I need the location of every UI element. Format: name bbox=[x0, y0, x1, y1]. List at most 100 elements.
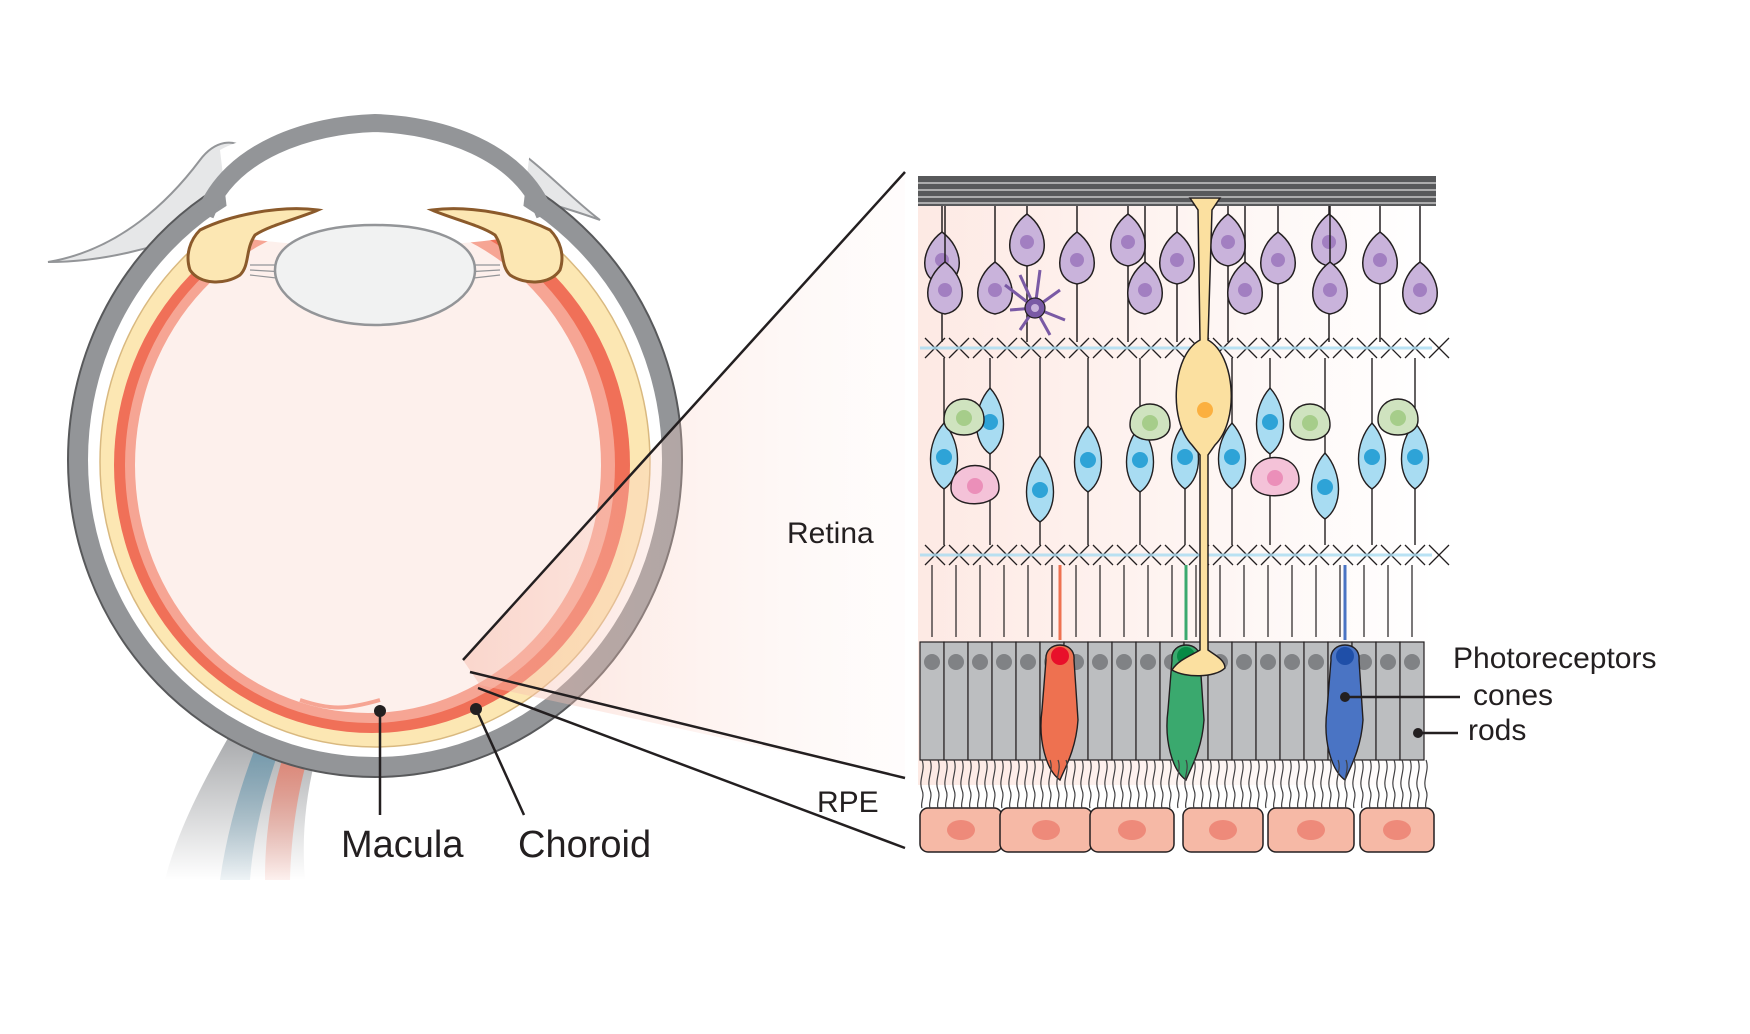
bipolar-nucleus bbox=[1262, 414, 1278, 430]
retina-cross-section bbox=[918, 176, 1450, 853]
bipolar-nucleus bbox=[1224, 449, 1240, 465]
ciliary-body-left bbox=[186, 207, 324, 284]
outer-segment-fiber bbox=[1000, 759, 1004, 809]
outer-segment-fiber bbox=[1136, 759, 1140, 809]
outer-segment-fiber bbox=[1248, 759, 1252, 809]
photoreceptors-label: Photoreceptors bbox=[1453, 642, 1656, 675]
ganglion-nucleus bbox=[1020, 235, 1034, 249]
rod-nucleus bbox=[1236, 654, 1252, 670]
rpe-nucleus bbox=[1209, 820, 1237, 840]
bipolar-nucleus bbox=[1080, 452, 1096, 468]
horizontal-nucleus bbox=[967, 478, 983, 494]
outer-segment-fiber bbox=[1408, 759, 1412, 809]
outer-segment-fiber bbox=[1128, 759, 1132, 809]
ganglion-nucleus bbox=[1373, 253, 1387, 267]
rod-nucleus bbox=[1404, 654, 1420, 670]
outer-segment-fiber bbox=[992, 759, 996, 809]
outer-segment-fiber bbox=[944, 759, 948, 809]
outer-segment-fiber bbox=[1352, 759, 1356, 809]
outer-segment-fiber bbox=[1208, 759, 1212, 809]
ganglion-nucleus bbox=[1221, 235, 1235, 249]
zoom-line-bottom bbox=[477, 686, 906, 850]
ciliary-body-right bbox=[426, 207, 564, 284]
outer-segment-fiber bbox=[1176, 759, 1180, 809]
rod-nucleus bbox=[1020, 654, 1036, 670]
bipolar-nucleus bbox=[1132, 452, 1148, 468]
rod-nucleus bbox=[924, 654, 940, 670]
rod-nucleus bbox=[1380, 654, 1396, 670]
outer-segment-fiber bbox=[1328, 759, 1332, 809]
zoom-cone bbox=[463, 172, 905, 778]
outer-segment-fiber bbox=[1072, 759, 1076, 809]
ganglion-nucleus bbox=[1138, 283, 1152, 297]
amacrine-nucleus bbox=[1142, 415, 1158, 431]
bipolar-nucleus bbox=[1032, 482, 1048, 498]
outer-segment-fiber bbox=[1416, 759, 1420, 809]
outer-segment-fiber bbox=[1224, 759, 1228, 809]
cone-nucleus bbox=[1336, 647, 1354, 665]
rod-nucleus bbox=[1284, 654, 1300, 670]
nerve-fiber-layer bbox=[918, 176, 1436, 206]
leader-lines bbox=[378, 695, 1460, 816]
bipolar-nucleus bbox=[1407, 449, 1423, 465]
ganglion-nucleus bbox=[1238, 283, 1252, 297]
outer-segment-fiber bbox=[1288, 759, 1292, 809]
outer-segment-fiber bbox=[1424, 759, 1428, 809]
macula-label: Macula bbox=[341, 824, 464, 866]
outer-segment-fiber bbox=[1168, 759, 1172, 809]
cornea bbox=[196, 113, 554, 219]
ganglion-nucleus bbox=[1070, 253, 1084, 267]
outer-segment-fiber bbox=[1192, 759, 1196, 809]
outer-segment-fiber bbox=[1016, 759, 1020, 809]
rpe-layer bbox=[919, 807, 1435, 853]
rod-nucleus bbox=[972, 654, 988, 670]
rod-nucleus bbox=[1092, 654, 1108, 670]
outer-segment-fiber bbox=[1040, 759, 1044, 809]
outer-segment-fiber bbox=[1184, 759, 1188, 809]
outer-segment-fiber bbox=[1080, 759, 1084, 809]
rod-nucleus bbox=[996, 654, 1012, 670]
amacrine-nucleus bbox=[956, 410, 972, 426]
outer-segment-fiber bbox=[968, 759, 972, 809]
photoreceptor-layer bbox=[919, 565, 1425, 782]
ganglion-nucleus bbox=[1323, 283, 1337, 297]
outer-segment-fiber bbox=[1232, 759, 1236, 809]
outer-segment-fiber bbox=[1376, 759, 1380, 809]
outer-segment-fiber bbox=[1024, 759, 1028, 809]
rpe-nucleus bbox=[1118, 820, 1146, 840]
ganglion-nucleus bbox=[1170, 253, 1184, 267]
bipolar-nucleus bbox=[936, 449, 952, 465]
lens bbox=[273, 223, 477, 327]
outer-segment-fiber bbox=[1296, 759, 1300, 809]
rpe-label: RPE bbox=[817, 786, 879, 819]
outer-segment-fiber bbox=[1048, 759, 1052, 809]
eye-globe bbox=[47, 113, 683, 880]
ganglion-nucleus bbox=[988, 283, 1002, 297]
outer-segment-fiber bbox=[1384, 759, 1388, 809]
choroid-marker bbox=[470, 703, 482, 715]
outer-segment-fiber bbox=[1272, 759, 1276, 809]
outer-segment-fiber bbox=[1160, 759, 1164, 809]
outer-segment-fiber bbox=[1064, 759, 1068, 809]
nerve-fiber-lines bbox=[918, 182, 1436, 204]
outer-segment-fiber bbox=[1032, 759, 1036, 809]
amacrine-nucleus bbox=[1390, 410, 1406, 426]
muller-cell bbox=[1170, 197, 1232, 677]
outer-segment-fiber bbox=[1056, 759, 1060, 809]
outer-segment-fiber bbox=[1304, 759, 1308, 809]
outer-segment-fiber bbox=[1240, 759, 1244, 809]
outer-segment-fiber bbox=[976, 759, 980, 809]
outer-segment-fiber bbox=[1008, 759, 1012, 809]
bipolar-cell-layer bbox=[929, 358, 1430, 545]
bipolar-nucleus bbox=[1177, 449, 1193, 465]
inner-plexiform-layer bbox=[920, 544, 1450, 566]
outer-segment-fiber bbox=[1400, 759, 1404, 809]
astrocyte bbox=[1004, 269, 1066, 336]
outer-segment-fiber bbox=[1392, 759, 1396, 809]
outer-segment-fiber bbox=[1112, 759, 1116, 809]
outer-segment-fiber bbox=[1256, 759, 1260, 809]
rods-marker bbox=[1413, 728, 1423, 738]
ganglion-nucleus bbox=[1271, 253, 1285, 267]
outer-segment-fringe bbox=[920, 759, 1428, 809]
